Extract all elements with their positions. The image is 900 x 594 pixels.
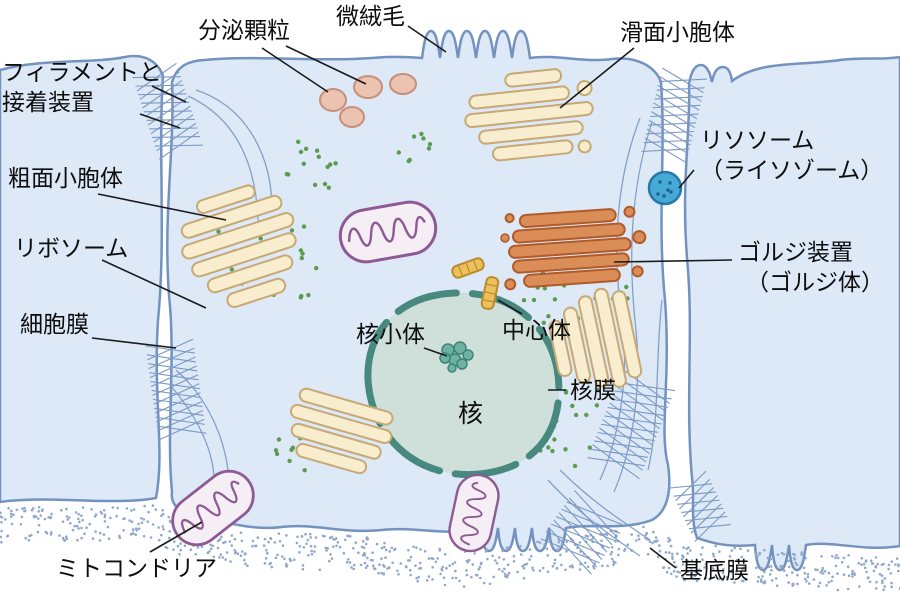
leader-secretory-2 [285, 45, 367, 85]
leader-basement [649, 547, 677, 569]
leader-centrosome [497, 299, 523, 315]
label-secretory-granules: 分泌顆粒 [198, 17, 290, 43]
leader-secretory-1 [261, 47, 329, 93]
centriole-horizontal [451, 257, 485, 279]
label-golgi-line1: ゴルジ装置 [738, 239, 853, 265]
centriole-vertical [480, 276, 500, 310]
leader-lines [91, 25, 733, 569]
label-filaments-junctions: フィラメントと 接着装置 [2, 58, 162, 118]
basement-membrane-stipple [0, 504, 900, 592]
label-ribosome: リボソーム [14, 235, 129, 261]
leader-rough-er [97, 193, 227, 221]
leader-nucleolus [423, 347, 448, 357]
golgi-apparatus [504, 205, 647, 291]
leader-ribosome [101, 259, 207, 309]
label-golgi-line2: （ゴルジ体） [746, 268, 884, 295]
leader-cell-membrane [91, 337, 177, 349]
label-nucleolus: 核小体 [356, 321, 425, 347]
lysosome-shape [647, 170, 683, 206]
label-lysosome-line2: （ライソゾーム） [700, 156, 884, 183]
rough-er-below-nucleus [289, 387, 394, 475]
mitochondrion-bottom-center [448, 473, 500, 553]
label-golgi: ゴルジ装置 （ゴルジ体） [738, 238, 884, 298]
adhesion-junction-hatches [132, 62, 732, 575]
leader-filaments-1 [151, 85, 187, 103]
leader-mitochondria [149, 521, 203, 553]
label-cell-membrane: 細胞膜 [20, 311, 89, 337]
label-filaments-line2: 接着装置 [2, 88, 94, 115]
label-nuclear-membrane: 核膜 [570, 377, 616, 403]
leader-smooth-er [559, 47, 635, 109]
label-microvilli: 微絨毛 [336, 3, 405, 29]
nucleus-shape [364, 289, 563, 479]
label-basement-membrane: 基底膜 [680, 557, 749, 583]
label-lysosome: リソソーム （ライソゾーム） [700, 126, 883, 186]
nuclear-envelope [364, 289, 563, 479]
label-rough-er: 粗面小胞体 [8, 165, 123, 191]
left-neighbor-cell [0, 54, 165, 504]
smooth-er [464, 68, 594, 162]
leader-filaments-2 [139, 113, 181, 129]
leader-microvilli [407, 25, 447, 53]
leader-golgi [613, 259, 733, 263]
mitochondrion-upper [338, 200, 438, 264]
rough-er-left [180, 184, 297, 309]
label-nucleus: 核 [458, 400, 484, 428]
label-mitochondria: ミトコンドリア [56, 555, 217, 581]
golgi-vesicle [500, 233, 510, 243]
nucleolus-shape [439, 341, 474, 373]
label-centrosome: 中心体 [502, 317, 571, 343]
label-smooth-er: 滑面小胞体 [620, 19, 735, 45]
label-filaments-line1: フィラメントと [2, 59, 162, 85]
rough-er-right [548, 287, 643, 388]
leader-lysosome [678, 169, 695, 189]
right-neighbor-cell [683, 55, 900, 572]
label-lysosome-line1: リソソーム [700, 127, 815, 153]
